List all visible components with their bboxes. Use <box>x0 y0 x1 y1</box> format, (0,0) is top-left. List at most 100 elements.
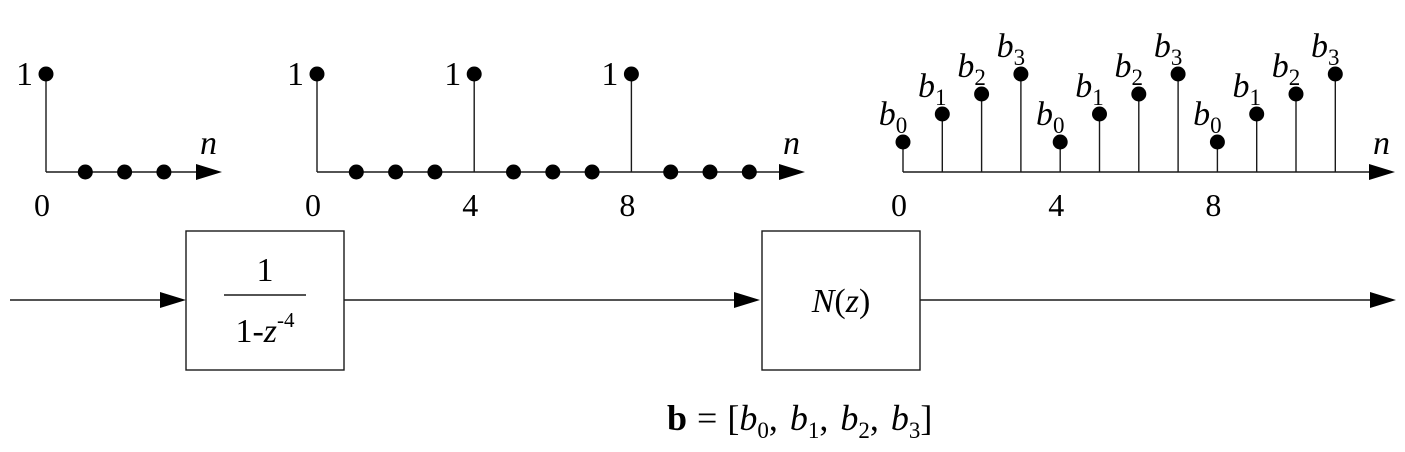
stem-dot <box>545 164 561 180</box>
coefficient-equals: = <box>697 398 717 438</box>
coefficient-symbol: b <box>879 96 896 133</box>
x-tick-label: 0 <box>305 187 321 223</box>
stem-coefficient-label: b3 <box>1311 28 1340 70</box>
x-axis-arrow-head <box>779 164 805 180</box>
coefficient-b3-subscript: 3 <box>909 418 921 443</box>
coefficient-subscript: 1 <box>1249 85 1261 110</box>
fir-filter-box <box>761 230 921 371</box>
stem-coefficient-label: b0 <box>1193 96 1222 138</box>
coefficient-symbol: b <box>1115 48 1132 85</box>
comb-filter-box <box>185 230 345 371</box>
coefficient-subscript: 3 <box>1171 45 1183 70</box>
coefficient-subscript: 0 <box>896 113 908 138</box>
stem-value-label: 1 <box>444 56 461 93</box>
coefficient-subscript: 3 <box>1014 45 1026 70</box>
coefficient-b2: b <box>840 398 858 438</box>
stem-dot <box>1092 106 1107 122</box>
stem-dot <box>506 164 521 180</box>
stem-dot <box>156 164 172 180</box>
stem-coefficient-label: b0 <box>1036 96 1065 138</box>
coefficient-symbol: b <box>1193 96 1210 133</box>
stem-dot <box>77 164 93 180</box>
stem-coefficient-label: b3 <box>997 28 1026 70</box>
x-tick-label: 8 <box>1205 187 1221 223</box>
stem-coefficient-label: b2 <box>1115 48 1144 90</box>
output-arrow-head <box>1370 292 1396 308</box>
stem-coefficient-label: b1 <box>918 68 947 110</box>
stem-dot <box>974 86 990 102</box>
stem-dot <box>623 66 639 82</box>
stem-coefficient-label: b3 <box>1154 28 1183 70</box>
coefficient-b1-subscript: 1 <box>808 418 820 443</box>
stem-value-label: 1 <box>287 56 304 93</box>
coefficient-open-bracket: [ <box>727 398 739 438</box>
coefficient-subscript: 2 <box>974 65 986 90</box>
stem-dot <box>1249 106 1265 122</box>
signal-path <box>10 292 1396 308</box>
coefficient-vector-symbol: b <box>667 398 687 438</box>
stem-dot <box>1288 86 1304 102</box>
x-axis-label: n <box>1373 125 1390 162</box>
coefficient-symbol: b <box>918 68 935 105</box>
denominator-prefix: 1- <box>235 313 263 350</box>
coefficient-symbol: b <box>957 48 974 85</box>
stem-dot <box>1170 66 1186 82</box>
stem-dot <box>38 66 54 82</box>
coefficient-symbol: b <box>997 28 1014 65</box>
coefficient-subscript: 2 <box>1132 65 1144 90</box>
x-tick-label: 4 <box>1048 187 1064 223</box>
stem-dot <box>309 66 325 82</box>
coefficient-symbol: b <box>1272 48 1289 85</box>
denominator-variable: z <box>263 313 277 350</box>
x-axis-arrow-head <box>1369 164 1395 180</box>
stem-dot <box>388 164 404 180</box>
x-tick-label: 4 <box>462 187 478 223</box>
coefficient-subscript: 2 <box>1289 65 1301 90</box>
coefficient-b1: b <box>790 398 808 438</box>
stem-dot <box>466 66 482 82</box>
stem-dot <box>117 164 133 180</box>
fir-filter-block: N(z) <box>761 230 921 371</box>
coefficient-comma-1: , <box>769 398 778 438</box>
fir-filter-open-paren: ( <box>834 283 845 320</box>
coefficient-symbol: b <box>1311 28 1328 65</box>
coefficient-close-bracket: ] <box>920 398 932 438</box>
coefficient-subscript: 1 <box>1092 85 1104 110</box>
comb-filter-block: 1 1-z-4 <box>185 230 345 371</box>
stem-coefficient-label: b1 <box>1075 68 1104 110</box>
coefficient-comma-2: , <box>819 398 828 438</box>
coefficient-symbol: b <box>1075 68 1092 105</box>
comb-filter-denominator: 1-z-4 <box>235 308 295 350</box>
stem-value-label: 1 <box>601 56 618 93</box>
stem-coefficient-label: b1 <box>1232 68 1261 110</box>
x-axis-label: n <box>783 125 800 162</box>
stem-dot <box>741 164 757 180</box>
stem-dot <box>1327 66 1343 82</box>
stem-dot <box>427 164 443 180</box>
stem-coefficient-label: b2 <box>957 48 986 90</box>
denominator-exponent: -4 <box>277 308 295 332</box>
coefficient-b3: b <box>891 398 909 438</box>
stem-dot <box>1013 66 1029 82</box>
coefficient-subscript: 0 <box>1210 113 1222 138</box>
comb-filter-numerator: 1 <box>257 252 274 289</box>
stem-dot <box>348 164 364 180</box>
x-axis-arrow-head <box>196 164 222 180</box>
x-tick-label: 0 <box>34 187 50 223</box>
stem-dot <box>584 164 600 180</box>
stem-dot <box>702 164 718 180</box>
fir-filter-name: N <box>811 283 837 320</box>
impulse-plot: n10 <box>16 56 222 223</box>
coefficient-comma-3: , <box>870 398 879 438</box>
stem-dot <box>1052 134 1068 150</box>
x-axis-label: n <box>200 125 217 162</box>
coefficient-vector: b=[b0,b1,b2,b3] <box>667 398 932 443</box>
stem-dot <box>1209 134 1225 150</box>
fir-filter-label: N(z) <box>811 283 871 320</box>
coefficient-subscript: 1 <box>935 85 947 110</box>
coefficient-equation: b=[b0,b1,b2,b3] <box>667 398 932 443</box>
stem-coefficient-label: b2 <box>1272 48 1301 90</box>
